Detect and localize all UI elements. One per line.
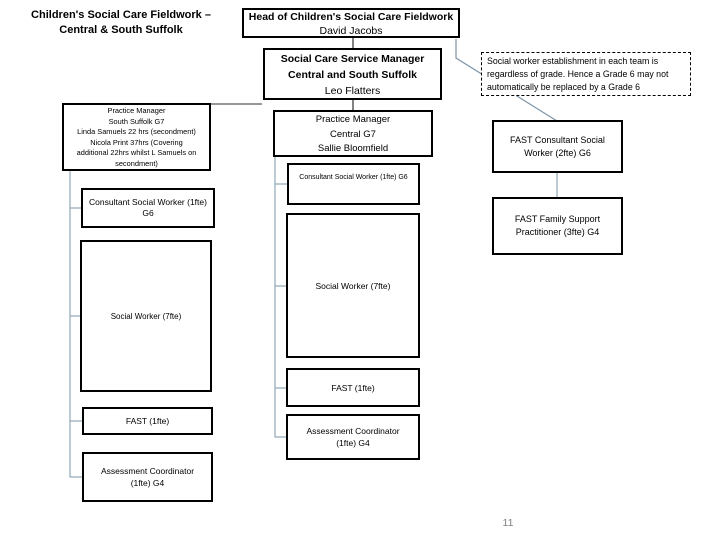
- note-social-worker-establishment: Social worker establishment in each team…: [481, 52, 691, 96]
- head-person: David Jacobs: [319, 24, 383, 37]
- org-box-south-assessment-coordinator: Assessment Coordinator (1fte) G4: [82, 452, 213, 502]
- org-box-central-assessment-coordinator: Assessment Coordinator (1fte) G4: [286, 414, 420, 460]
- central-assessment-line-1: Assessment Coordinator: [306, 426, 400, 436]
- org-box-central-fast: FAST (1fte): [286, 368, 420, 407]
- pm-south-line-3: Linda Samuels 22 hrs (secondment): [77, 127, 196, 136]
- org-box-central-consultant-social-worker: Consultant Social Worker (1fte) G6: [287, 163, 420, 205]
- org-box-central-social-worker: Social Worker (7fte): [286, 213, 420, 358]
- fast-family-line-1: FAST Family Support: [514, 214, 601, 224]
- service-manager-person: Leo Flatters: [324, 85, 381, 97]
- south-social-worker-label: Social Worker (7fte): [110, 311, 182, 321]
- org-box-south-consultant-social-worker: Consultant Social Worker (1fte) G6: [81, 188, 215, 228]
- pm-south-line-4: Nicola Print 37hrs (Covering: [90, 137, 183, 147]
- south-fast-label: FAST (1fte): [125, 416, 170, 426]
- org-box-practice-manager-central: Practice Manager Central G7 Sallie Bloom…: [273, 110, 433, 157]
- fast-consultant-line-1: FAST Consultant Social: [510, 134, 605, 145]
- south-consultant-line-2: G6: [142, 208, 154, 218]
- south-consultant-line-1: Consultant Social Worker (1fte): [89, 197, 207, 207]
- note-line-1: Social worker establishment in each team…: [487, 56, 659, 66]
- south-assessment-line-1: Assessment Coordinator: [100, 466, 195, 476]
- service-manager-title-2: Central and South Suffolk: [288, 69, 417, 81]
- central-fast-label: FAST (1fte): [331, 382, 375, 393]
- fast-family-line-2: Practitioner (3fte) G4: [515, 227, 600, 237]
- page-number: 11: [502, 517, 514, 529]
- slide-title: Children's Social Care Fieldwork – Centr…: [18, 8, 224, 38]
- note-line-2: regardless of grade. Hence a Grade 6 may…: [487, 69, 669, 79]
- central-social-worker-label: Social Worker (7fte): [315, 280, 391, 291]
- pm-south-line-6: secondment): [115, 158, 158, 168]
- central-consultant-label: Consultant Social Worker (1fte) G6: [299, 174, 408, 181]
- slide-title-line-2: Central & South Suffolk: [59, 24, 183, 36]
- central-assessment-line-2: (1fte) G4: [336, 438, 370, 448]
- org-box-fast-family-support-practitioner: FAST Family Support Practitioner (3fte) …: [492, 197, 623, 255]
- pm-south-line-1: Practice Manager: [107, 106, 166, 115]
- org-box-south-fast: FAST (1fte): [82, 407, 213, 435]
- fast-consultant-line-2: Worker (2fte) G6: [524, 147, 591, 158]
- org-box-south-social-worker: Social Worker (7fte): [80, 240, 212, 392]
- pm-central-line-1: Practice Manager: [315, 114, 391, 125]
- pm-central-line-2: Central G7: [330, 128, 376, 140]
- south-assessment-line-2: (1fte) G4: [130, 478, 165, 488]
- slide-title-line-1: Children's Social Care Fieldwork –: [31, 9, 211, 21]
- org-box-practice-manager-south: Practice Manager South Suffolk G7 Linda …: [62, 103, 211, 171]
- org-box-service-manager: Social Care Service Manager Central and …: [263, 48, 442, 100]
- service-manager-title-1: Social Care Service Manager: [280, 53, 425, 65]
- org-box-fast-consultant-social-worker: FAST Consultant Social Worker (2fte) G6: [492, 120, 623, 173]
- pm-central-line-3: Sallie Bloomfield: [317, 143, 389, 154]
- org-box-head-of-fieldwork: Head of Children's Social Care Fieldwork…: [242, 8, 460, 38]
- note-line-3: automatically be replaced by a Grade 6: [487, 82, 641, 92]
- connector-head-to-fast-consultant: [455, 39, 558, 122]
- pm-south-line-5: additional 22hrs whilst L Samuels on: [76, 148, 197, 157]
- pm-south-line-2: South Suffolk G7: [108, 116, 165, 126]
- head-title: Head of Children's Social Care Fieldwork: [248, 11, 454, 23]
